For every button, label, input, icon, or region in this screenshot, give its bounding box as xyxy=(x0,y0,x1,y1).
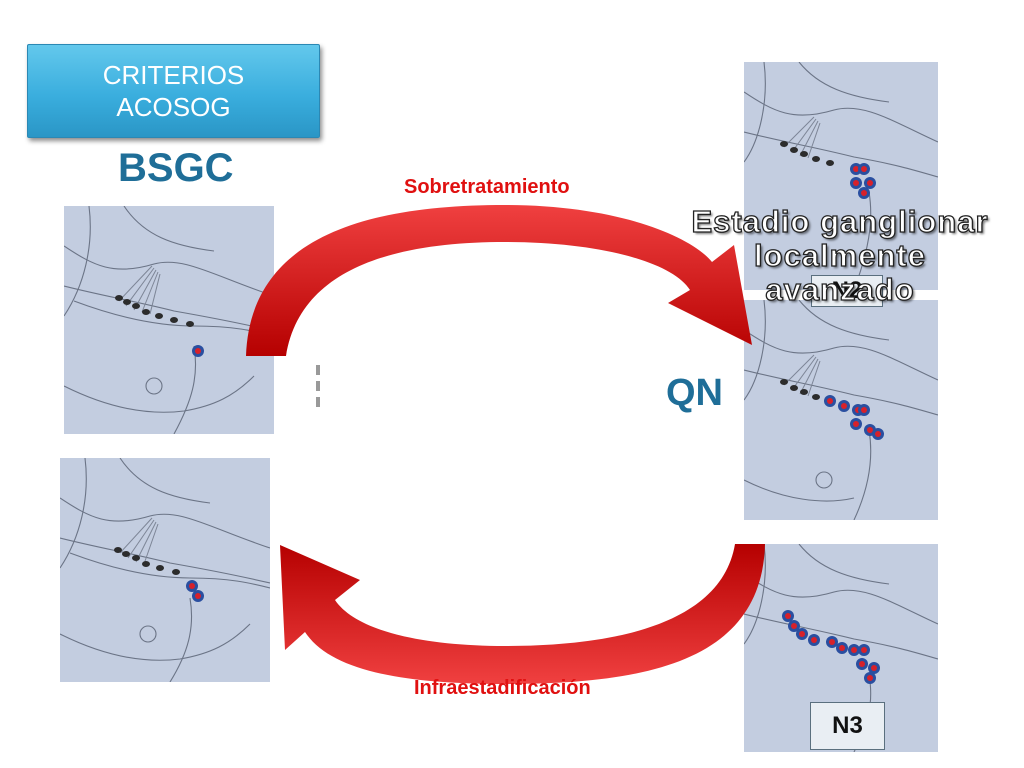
criteria-line-2: ACOSOG xyxy=(116,92,231,122)
lymph-stage-line-3: avanzado xyxy=(765,272,915,307)
n2-badge: N2 xyxy=(811,275,883,307)
divider-marker xyxy=(316,365,320,411)
criteria-line-1: CRITERIOS xyxy=(102,60,245,90)
illustration-right-middle xyxy=(744,300,938,520)
understaging-label: Infraestadificación xyxy=(414,677,591,699)
qn-label: QN xyxy=(666,372,723,414)
illustration-left-bottom xyxy=(60,458,270,682)
lymph-stage-title: Estadio ganglionar localmente avanzado xyxy=(680,204,1000,307)
lymph-stage-line-1: Estadio ganglionar xyxy=(691,204,989,239)
illustration-left-top xyxy=(64,206,274,434)
understaging-arrow xyxy=(280,544,765,684)
bsgc-label: BSGC xyxy=(118,146,234,190)
overtreatment-label: Sobretratamiento xyxy=(404,176,570,198)
illustration-right-top xyxy=(744,62,938,290)
n3-badge: N3 xyxy=(810,702,885,750)
criteria-box: CRITERIOS ACOSOG xyxy=(27,44,320,138)
lymph-stage-line-2: localmente xyxy=(753,238,926,273)
overtreatment-arrow xyxy=(246,205,752,356)
